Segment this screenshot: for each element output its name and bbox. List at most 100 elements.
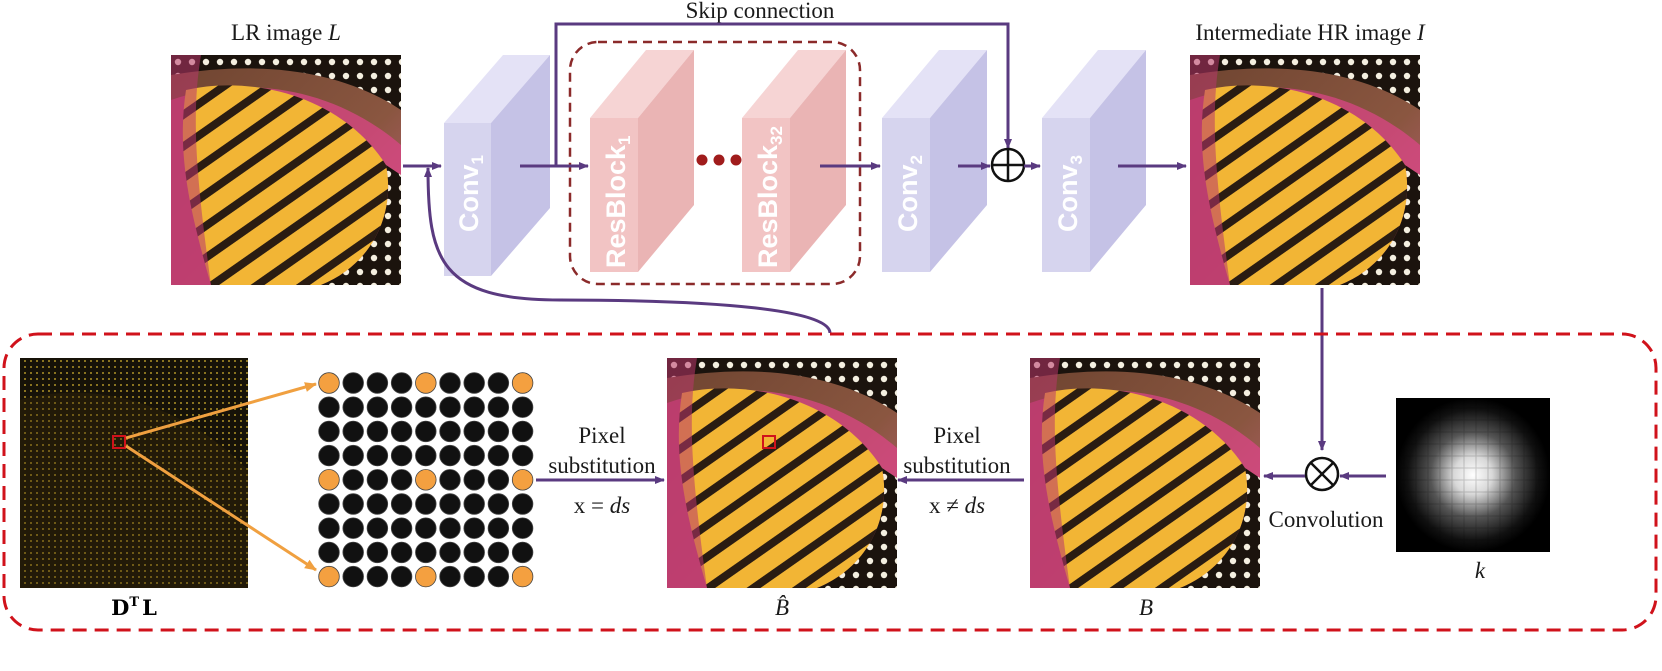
- bhat-label: B̂: [775, 594, 789, 620]
- grid-pixel: [439, 541, 461, 564]
- grid-pixel-sampled: [318, 565, 340, 588]
- hr-image-label: Intermediate HR image I: [1195, 20, 1426, 45]
- grid-pixel: [415, 444, 437, 467]
- grid-pixel: [511, 493, 534, 515]
- grid-pixel-sampled: [511, 565, 534, 588]
- grid-pixel: [342, 517, 364, 539]
- ellipsis-dots: [696, 154, 742, 166]
- bhat-patch-marker: [762, 435, 776, 449]
- grid-pixel: [463, 396, 485, 418]
- grid-pixel-sampled: [511, 469, 534, 491]
- sum-node: [990, 147, 1026, 183]
- grid-pixel: [390, 444, 413, 467]
- grid-pixel: [366, 420, 389, 443]
- grid-pixel: [463, 565, 485, 588]
- grid-pixel: [487, 444, 510, 467]
- grid-pixel: [463, 493, 485, 515]
- grid-pixel: [366, 517, 389, 539]
- grid-pixel: [342, 469, 364, 491]
- grid-pixel: [439, 420, 461, 443]
- grid-pixel: [487, 565, 510, 588]
- grid-pixel: [342, 493, 364, 515]
- main-flow-arrows: [403, 162, 1326, 451]
- grid-pixel: [366, 444, 389, 467]
- lr-image: [171, 55, 401, 285]
- grid-pixel: [487, 420, 510, 443]
- conv3-block: Conv3: [1042, 50, 1146, 272]
- grid-pixel: [415, 493, 437, 515]
- grid-pixel-sampled: [415, 469, 437, 491]
- resblock32-block: ResBlock32: [742, 50, 846, 272]
- grid-pixel: [415, 517, 437, 539]
- grid-pixel-sampled: [415, 565, 437, 588]
- grid-pixel: [463, 541, 485, 564]
- grid-pixel: [463, 420, 485, 443]
- grid-pixel: [463, 469, 485, 491]
- pixel-sub-left-eq: x = ds: [574, 493, 630, 518]
- grid-pixel: [390, 469, 413, 491]
- grid-pixel: [318, 517, 340, 539]
- lr-image-label: LR image L: [231, 20, 341, 45]
- zoom-arrow-top: [125, 382, 317, 440]
- grid-pixel: [439, 517, 461, 539]
- degradation-frame: [2, 332, 1658, 632]
- grid-pixel-sampled: [511, 372, 534, 394]
- grid-pixel: [390, 493, 413, 515]
- grid-pixel: [487, 541, 510, 564]
- grid-pixel: [366, 541, 389, 564]
- arrow-bhat-to-conv1: [424, 167, 832, 334]
- b-label: B: [1139, 595, 1153, 620]
- grid-pixel: [415, 396, 437, 418]
- pixel-sub-left-line1: Pixel: [578, 423, 625, 448]
- pixel-sub-right-line1: Pixel: [933, 423, 980, 448]
- resblock1-block: ResBlock1: [590, 50, 694, 272]
- grid-pixel: [342, 372, 364, 394]
- grid-pixel: [439, 372, 461, 394]
- grid-pixel: [318, 541, 340, 564]
- grid-pixel-sampled: [415, 372, 437, 394]
- grid-pixel: [463, 444, 485, 467]
- grid-pixel: [463, 517, 485, 539]
- grid-pixel: [439, 396, 461, 418]
- grid-pixel: [439, 493, 461, 515]
- grid-pixel: [342, 444, 364, 467]
- convolution-label: Convolution: [1268, 507, 1384, 532]
- grid-pixel: [390, 517, 413, 539]
- pixel-sub-left-line2: substitution: [548, 453, 656, 478]
- conv2-label: Conv2: [893, 155, 926, 232]
- b-image: [1030, 358, 1260, 588]
- grid-pixel: [487, 493, 510, 515]
- grid-pixel: [318, 493, 340, 515]
- resblock32-label: ResBlock32: [753, 126, 786, 268]
- grid-pixel: [318, 396, 340, 418]
- grid-pixel: [487, 372, 510, 394]
- grid-pixel: [439, 469, 461, 491]
- grid-pixel: [390, 396, 413, 418]
- grid-pixel: [487, 396, 510, 418]
- grid-pixel: [415, 541, 437, 564]
- resblock-group-frame: [568, 40, 862, 286]
- grid-pixel: [511, 420, 534, 443]
- grid-pixel: [342, 396, 364, 418]
- grid-pixel: [390, 420, 413, 443]
- grid-pixel: [511, 396, 534, 418]
- skip-connection-label: Skip connection: [686, 0, 835, 23]
- conv1-label: Conv1: [454, 155, 487, 232]
- grid-pixel: [318, 420, 340, 443]
- grid-pixel: [390, 372, 413, 394]
- resblock1-label: ResBlock1: [601, 135, 634, 268]
- grid-pixel-sampled: [318, 372, 340, 394]
- grid-pixel: [415, 420, 437, 443]
- dtl-image: [20, 358, 248, 588]
- zoom-arrow-bottom: [125, 444, 317, 572]
- grid-pixel: [318, 444, 340, 467]
- grid-pixel: [342, 541, 364, 564]
- grid-pixel: [511, 444, 534, 467]
- grid-pixel: [487, 517, 510, 539]
- pixel-sub-right-line2: substitution: [903, 453, 1011, 478]
- grid-pixel-sampled: [318, 469, 340, 491]
- dtl-patch-marker: [112, 435, 126, 449]
- skip-connection-arrow: [554, 22, 1012, 165]
